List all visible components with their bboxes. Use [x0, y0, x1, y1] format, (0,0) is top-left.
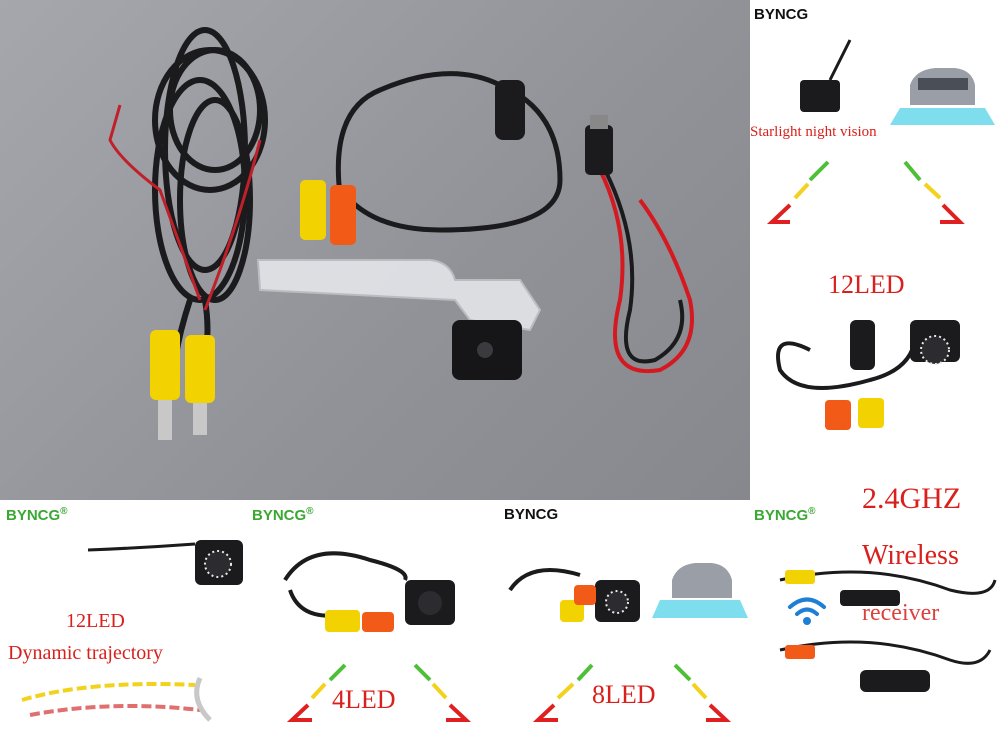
guide-lines-icon: [766, 160, 965, 224]
caption-receiver: receiver: [862, 600, 940, 626]
brand-label: BYNCG®: [252, 506, 314, 524]
trademark-symbol: ®: [808, 506, 816, 517]
wireless-kit-illustration: [779, 570, 997, 692]
brand-label: BYNCG®: [6, 506, 68, 524]
power-cable: [598, 169, 694, 374]
4led-camera-illustration: [283, 551, 472, 722]
panel-wireless-receiver: BYNCG® 2.4GHZ Wireless receiver: [750, 482, 1000, 750]
caption-dynamic-trajectory: Dynamic trajectory: [8, 642, 163, 664]
brand-label: BYNCG®: [754, 506, 816, 524]
rca-plug-left: [150, 330, 215, 440]
brand-text: BYNCG: [754, 507, 809, 524]
caption-12led: 12LED: [828, 270, 905, 299]
brand-label: BYNCG: [754, 6, 809, 23]
coiled-video-cable: [152, 27, 268, 361]
panel-dynamic-trajectory: BYNCG® 12LED Dynamic trajectory: [0, 500, 250, 750]
caption-starlight: Starlight night vision: [750, 124, 877, 140]
8led-camera-illustration: [508, 563, 748, 722]
caption-wireless: Wireless: [862, 540, 959, 571]
wifi-icon: [788, 597, 826, 616]
caption-frequency: 2.4GHZ: [862, 482, 962, 515]
brand-label: BYNCG: [504, 506, 559, 523]
panel-starlight-night-vision: BYNCG Starlight night vision: [750, 0, 1000, 250]
panel-8led: BYNCG 8LED: [500, 500, 750, 750]
caption-8led: 8LED: [592, 680, 656, 709]
12led-camera-illustration: [776, 320, 960, 430]
panel-12led: 12LED: [750, 250, 1000, 500]
camera-kit-illustration: [108, 27, 694, 440]
dynamic-camera-illustration: [87, 540, 243, 585]
brand-text: BYNCG: [6, 507, 61, 524]
camera-and-car-illustration: [800, 39, 995, 125]
trajectory-lines-icon: [21, 676, 212, 722]
caption-12led: 12LED: [66, 610, 125, 632]
main-product-photo: [0, 0, 750, 500]
panel-4led: BYNCG® 4LED: [250, 500, 500, 750]
trademark-symbol: ®: [306, 506, 314, 517]
brand-text: BYNCG: [252, 507, 307, 524]
trademark-symbol: ®: [60, 506, 68, 517]
caption-4led: 4LED: [332, 685, 396, 714]
